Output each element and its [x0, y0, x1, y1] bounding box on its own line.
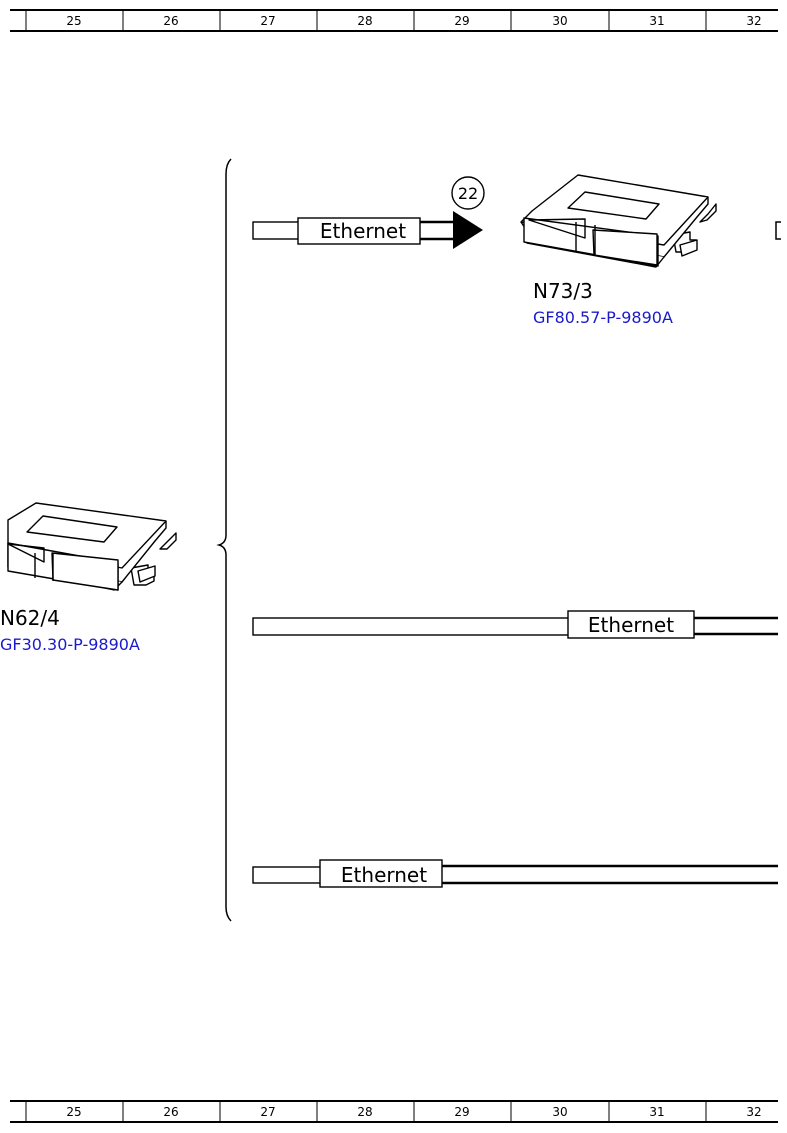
ethernet-label-top: Ethernet [320, 219, 406, 243]
grid-col-30: 30 [552, 14, 567, 28]
component-name-n62-4: N62/4 [0, 606, 60, 630]
badge-22 [451, 176, 485, 210]
grid-col-27-bottom: 27 [260, 1105, 275, 1119]
component-ref-n62-4[interactable]: GF30.30-P-9890A [0, 635, 140, 654]
control-unit-n62-4-icon [7, 502, 177, 591]
grid-col-25-bottom: 25 [66, 1105, 81, 1119]
grid-col-31: 31 [649, 14, 664, 28]
top-ethernet-connection: Ethernet 22 [252, 176, 485, 249]
badge-22-label: 22 [458, 184, 478, 203]
grid-col-29-bottom: 29 [454, 1105, 469, 1119]
grid-col-30-bottom: 30 [552, 1105, 567, 1119]
ethernet-label-box-middle [567, 610, 695, 639]
ethernet-label-box-bottom [319, 859, 443, 888]
ethernet-label-middle: Ethernet [588, 613, 674, 637]
ethernet-label-bottom: Ethernet [341, 863, 427, 887]
grid-col-29: 29 [454, 14, 469, 28]
component-name-n73-3: N73/3 [533, 279, 593, 303]
grid-col-26-bottom: 26 [163, 1105, 178, 1119]
middle-ethernet-connection: Ethernet [252, 610, 778, 639]
bottom-grid-ruler: 25 26 27 28 29 30 31 32 [10, 1100, 778, 1123]
bottom-ethernet-connection: Ethernet [252, 859, 778, 888]
grid-col-32-bottom: 32 [746, 1105, 761, 1119]
arrow-icon [453, 211, 483, 249]
grid-col-25: 25 [66, 14, 81, 28]
grid-col-28-bottom: 28 [357, 1105, 372, 1119]
grid-col-28: 28 [357, 14, 372, 28]
grid-col-32: 32 [746, 14, 761, 28]
component-ref-n73-3[interactable]: GF80.57-P-9890A [533, 308, 673, 327]
grid-col-26: 26 [163, 14, 178, 28]
ethernet-label-box-top [297, 217, 421, 245]
group-brace [216, 158, 232, 922]
grid-col-31-bottom: 31 [649, 1105, 664, 1119]
grid-col-27: 27 [260, 14, 275, 28]
top-grid-ruler: 25 26 27 28 29 30 31 32 [10, 9, 778, 32]
cutoff-connector-mark [775, 221, 781, 240]
control-unit-n73-3-icon [520, 174, 717, 268]
